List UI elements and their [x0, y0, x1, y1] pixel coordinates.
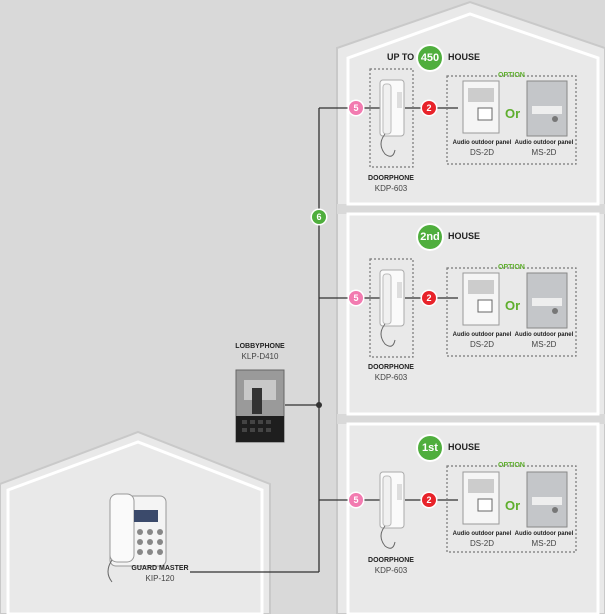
or-label-bottom: Or: [505, 498, 521, 513]
ds-panel-model-top: DS-2D: [469, 148, 494, 157]
ds-panel-model-mid: DS-2D: [469, 340, 494, 349]
ds-panel-model-bottom: DS-2D: [469, 539, 494, 548]
guard-house-inner-outline: [6, 440, 264, 614]
mid-house-label: HOUSE: [448, 231, 481, 241]
ms-panel-title-bottom: Audio outdoor panel: [514, 531, 574, 537]
option-label-top: OPTION: [498, 72, 525, 79]
or-label-mid: Or: [505, 298, 521, 313]
ds-panel-title-top: Audio outdoor panel: [452, 140, 512, 146]
top-unit-outline: [346, 12, 600, 206]
top-house-suffix: HOUSE: [448, 52, 481, 62]
ms-panel-model-bottom: MS-2D: [531, 539, 557, 548]
cable-badge-pink-mid: 5: [349, 291, 363, 305]
option-label-mid: OPTION: [498, 264, 525, 271]
cable-badge-green-riser: 6: [312, 210, 326, 224]
doorphone-device-mid: [379, 269, 405, 347]
cable-badge-red-bottom: 2: [422, 493, 436, 507]
doorphone-title-bottom: DOORPHONE: [368, 557, 414, 564]
doorphone-title-mid: DOORPHONE: [368, 364, 414, 371]
guard-master-model: KIP-120: [145, 574, 175, 583]
doorphone-box-mid: [369, 258, 414, 358]
top-house-count-badge: 450: [418, 46, 442, 70]
guard-master-device: [107, 493, 167, 583]
ds-panel-title-bottom: Audio outdoor panel: [452, 531, 512, 537]
ms-panel-model-mid: MS-2D: [531, 340, 557, 349]
ds-panel-title-mid: Audio outdoor panel: [452, 332, 512, 338]
bottom-house-label: HOUSE: [448, 442, 481, 452]
cable-badge-red-top: 2: [422, 101, 436, 115]
or-label-top: Or: [505, 106, 521, 121]
ms-panel-bottom: [526, 471, 568, 528]
ds-panel-top: [462, 80, 500, 134]
lobbyphone-device: [235, 369, 285, 443]
floor-divider-top: [337, 204, 605, 214]
cable-badge-red-mid: 2: [422, 291, 436, 305]
mid-unit-outline: [346, 212, 600, 416]
doorphone-box-top: [369, 68, 414, 168]
ms-panel-top: [526, 80, 568, 137]
doorphone-model-top: KDP-603: [374, 184, 408, 193]
lobbyphone-model: KLP-D410: [241, 352, 279, 361]
mid-house-badge: 2nd: [418, 225, 442, 249]
ms-panel-title-mid: Audio outdoor panel: [514, 332, 574, 338]
floor-divider-bottom: [337, 414, 605, 424]
doorphone-device-bottom: [379, 471, 405, 549]
option-label-bottom: OPTION: [498, 462, 525, 469]
ds-panel-bottom: [462, 471, 500, 525]
option-box-bottom: [446, 465, 577, 553]
ms-panel-title-top: Audio outdoor panel: [514, 140, 574, 146]
doorphone-model-bottom: KDP-603: [374, 566, 408, 575]
bottom-house-badge: 1st: [418, 436, 442, 460]
top-house-prefix: UP TO: [387, 52, 415, 62]
junction-dot: [316, 402, 322, 408]
doorphone-model-mid: KDP-603: [374, 373, 408, 382]
bottom-unit-outline: [346, 422, 600, 614]
guard-master-title: GUARD MASTER: [131, 565, 189, 572]
ms-panel-model-top: MS-2D: [531, 148, 557, 157]
option-box-mid: [446, 267, 577, 357]
ds-panel-mid: [462, 272, 500, 326]
ms-panel-mid: [526, 272, 568, 329]
cable-badge-pink-top: 5: [349, 101, 363, 115]
doorphone-title-top: DOORPHONE: [368, 175, 414, 182]
cable-badge-pink-bottom: 5: [349, 493, 363, 507]
doorphone-device-top: [379, 79, 405, 157]
lobbyphone-title: LOBBYPHONE: [235, 343, 285, 350]
option-box-top: [446, 75, 577, 165]
